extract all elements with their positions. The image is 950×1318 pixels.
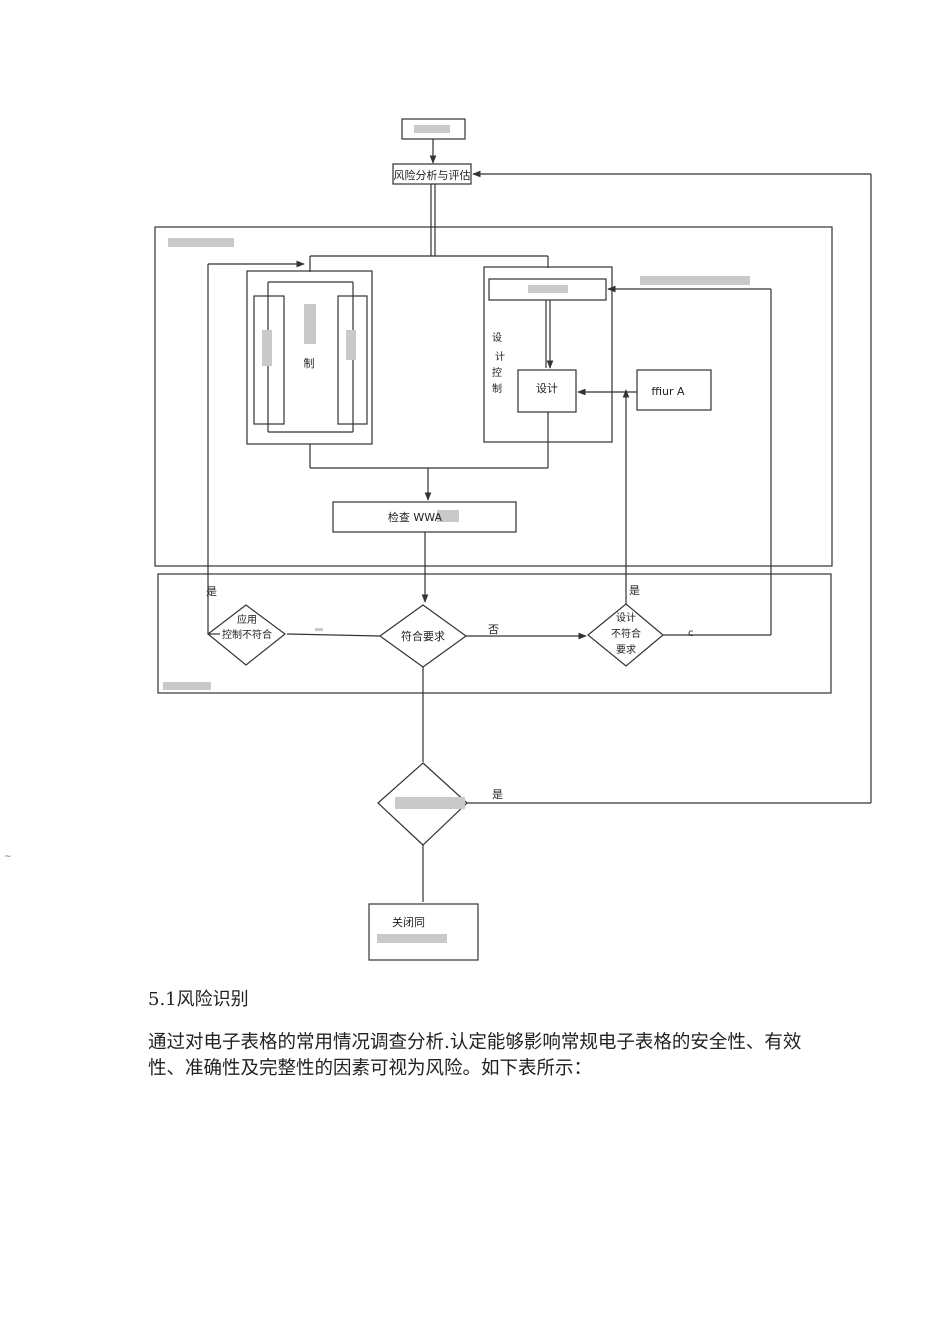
design-control-label-4: 制 <box>492 382 502 395</box>
decision-right-label-1: 设计 <box>616 611 636 624</box>
blurred-label <box>528 285 568 293</box>
decision-left-label-2: 控制不符合 <box>222 628 272 641</box>
blurred-label <box>395 797 465 809</box>
process-flowchart: 风险分析与评估 制 设 计 控 制 设计 ffiur A 检查 WWA 应用 控… <box>154 118 872 961</box>
blurred-label <box>304 304 316 344</box>
decision-right-label-3: 要求 <box>616 644 636 656</box>
decision-left-label-1: 应用 <box>237 613 257 626</box>
end-box-label-1: 关闭同 <box>392 915 425 929</box>
margin-mark: ~ <box>4 852 12 862</box>
blurred-label <box>163 682 211 690</box>
right-top-box <box>488 278 607 301</box>
decision-section-box <box>157 573 832 694</box>
blurred-label <box>377 934 447 943</box>
design-control-label-3: 控 <box>492 366 502 379</box>
decision-left <box>207 604 286 666</box>
blurred-label <box>346 330 356 360</box>
check-box-label: 检查 WWA <box>388 510 443 524</box>
yes-right-label: 是 <box>629 584 640 597</box>
end-box <box>368 903 479 961</box>
body-paragraph: 通过对电子表格的常用情况调查分析.认定能够影响常规电子表格的安全性、有效性、准确… <box>148 1032 802 1079</box>
right-mark-label: c <box>688 628 694 639</box>
no-center-label: 否 <box>488 623 499 636</box>
design-control-label-2: 计 <box>495 350 505 363</box>
blurred-label <box>262 330 272 366</box>
yes-bottom-label: 是 <box>492 788 503 801</box>
design-box-label: 设计 <box>536 382 558 395</box>
yes-left-label: 是 <box>206 585 217 598</box>
blurred-label <box>640 276 750 285</box>
external-box <box>636 369 712 411</box>
control-section-box <box>154 226 833 567</box>
blurred-label <box>414 125 450 133</box>
blurred-label <box>315 628 323 631</box>
risk-analysis-box <box>392 163 472 185</box>
design-box <box>517 369 577 413</box>
left-panel-center-label: 制 <box>304 357 315 370</box>
section-heading: 5.1风险识别 <box>148 989 249 1010</box>
decision-center-label: 符合要求 <box>401 629 445 643</box>
blurred-label <box>437 510 459 522</box>
risk-analysis-label: 风险分析与评估 <box>394 168 471 182</box>
external-box-label: ffiur A <box>651 385 685 398</box>
decision-right <box>587 603 664 667</box>
design-control-label-1: 设 <box>492 332 502 344</box>
right-inner-bar <box>337 295 368 425</box>
blurred-label <box>168 238 234 247</box>
left-inner-bar <box>253 295 285 425</box>
decision-right-label-2: 不符合 <box>611 627 641 640</box>
